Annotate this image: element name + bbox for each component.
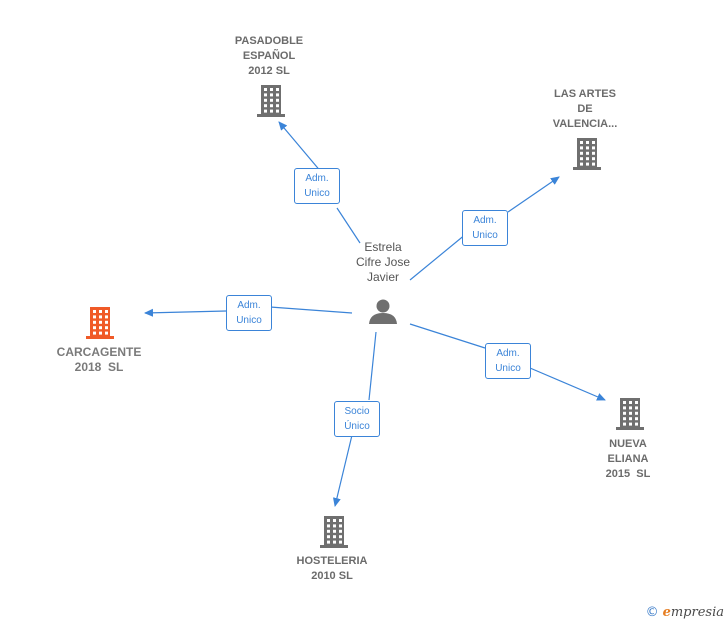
edge-pasadoble — [279, 122, 361, 244]
relation-badge-artes[interactable]: Adm.Unico — [462, 210, 508, 246]
edge-carcagente — [145, 307, 353, 313]
building-icon-nueva[interactable] — [616, 398, 644, 430]
copyright-icon: © — [645, 605, 659, 620]
relation-badge-nueva[interactable]: Adm.Unico — [485, 343, 531, 379]
edge-nueva — [409, 323, 605, 400]
edge-hosteleria — [335, 331, 377, 506]
building-icon-hosteleria[interactable] — [320, 516, 348, 548]
relation-badge-carcagente[interactable]: Adm.Unico — [226, 295, 272, 331]
person-icon[interactable] — [369, 299, 397, 325]
empresia-logo: ©empresia — [645, 605, 724, 620]
building-icon-carcagente[interactable] — [86, 307, 114, 339]
relation-badge-pasadoble[interactable]: Adm.Unico — [294, 168, 340, 204]
building-icon-pasadoble[interactable] — [257, 85, 285, 117]
building-icon-artes[interactable] — [573, 138, 601, 170]
